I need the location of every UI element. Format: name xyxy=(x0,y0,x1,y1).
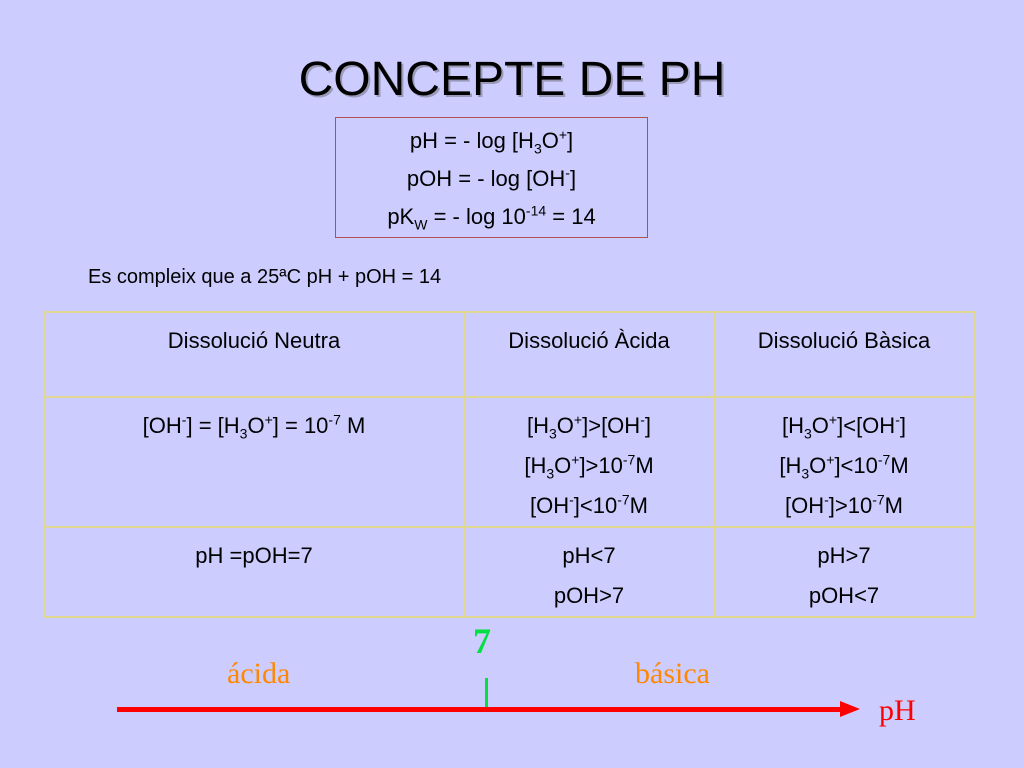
note-text: Es compleix que a 25ªC pH + pOH = 14 xyxy=(88,266,442,288)
header-acid: Dissolució Àcida xyxy=(463,311,715,398)
cell-neutral-concentration: [OH-] = [H3O+] = 10-7 M xyxy=(43,396,465,528)
poh-formula: pOH = - log [OH-] xyxy=(406,164,577,191)
formula-box: pH = - log [H3O+] pOH = - log [OH-] pKW … xyxy=(335,117,648,238)
ph-axis-line xyxy=(117,707,843,712)
ph-comparison-table: Dissolució Neutra Dissolució Àcida Disso… xyxy=(43,311,975,618)
neutral-tick xyxy=(485,678,488,712)
table-header-row: Dissolució Neutra Dissolució Àcida Disso… xyxy=(43,311,975,398)
basic-label: básica xyxy=(635,657,710,690)
page-title: CONCEPTE DE PH xyxy=(298,53,726,106)
arrow-right-icon xyxy=(840,701,860,717)
pkw-formula: pKW = - log 10-14 = 14 xyxy=(387,202,596,233)
table-row-ph: pH =pOH=7 pH<7 pOH>7 pH>7 pOH<7 xyxy=(43,526,975,618)
cell-acid-concentration: [H3O+]>[OH-] [H3O+]>10-7M [OH-]<10-7M xyxy=(463,396,715,528)
table-row-concentrations: [OH-] = [H3O+] = 10-7 M [H3O+]>[OH-] [H3… xyxy=(43,396,975,528)
header-basic: Dissolució Bàsica xyxy=(713,311,975,398)
cell-basic-ph: pH>7 pOH<7 xyxy=(713,526,975,618)
cell-neutral-ph: pH =pOH=7 xyxy=(43,526,465,618)
neutral-value-label: 7 xyxy=(473,621,491,661)
header-neutral: Dissolució Neutra xyxy=(43,311,465,398)
ph-axis-label: pH xyxy=(879,694,916,727)
acid-label: ácida xyxy=(227,657,291,690)
cell-basic-concentration: [H3O+]<[OH-] [H3O+]<10-7M [OH-]>10-7M xyxy=(713,396,975,528)
cell-acid-ph: pH<7 pOH>7 xyxy=(463,526,715,618)
ph-formula: pH = - log [H3O+] xyxy=(409,126,574,157)
